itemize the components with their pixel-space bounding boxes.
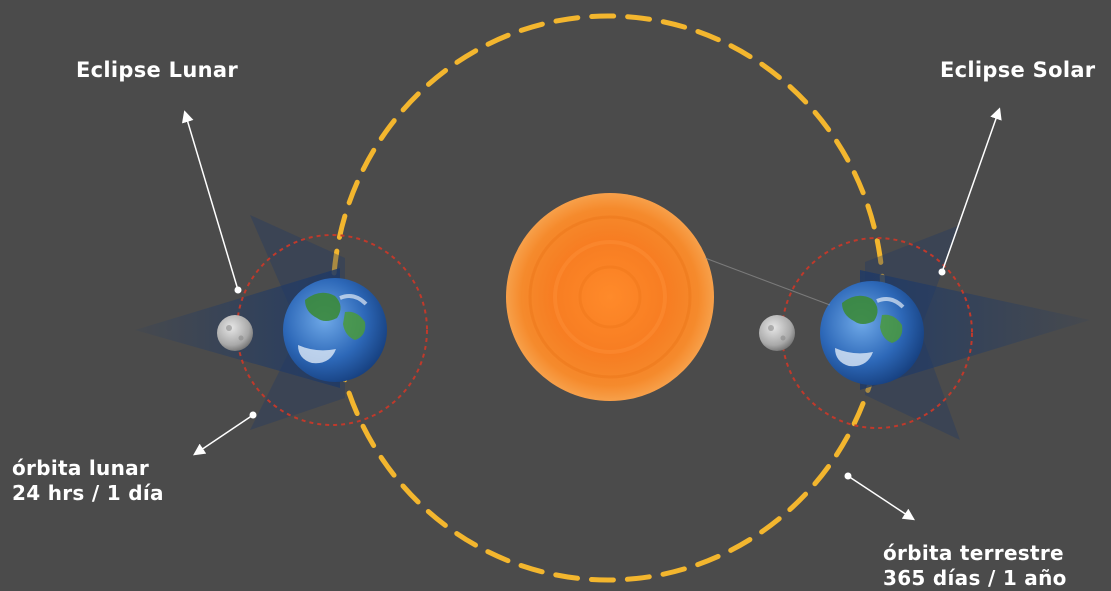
arrow-lunar-orbit (193, 411, 257, 456)
arrow-lunar-eclipse (181, 110, 242, 294)
earth-icon (820, 281, 924, 385)
arrow-earth-orbit (844, 472, 916, 521)
sun-ray-line (704, 257, 831, 306)
moon-icon (759, 315, 795, 351)
earth-icon (283, 278, 387, 382)
label-lunar-eclipse: Eclipse Lunar (76, 58, 238, 82)
arrow-solar-eclipse (938, 107, 1002, 276)
solar-eclipse-system (759, 225, 1090, 440)
lunar-orbit-title: órbita lunar (12, 456, 150, 480)
moon-icon (217, 315, 253, 351)
label-lunar-orbit: órbita lunar 24 hrs / 1 día (12, 456, 164, 506)
moon-shadow-cone-right (860, 270, 1090, 390)
sun-icon (506, 193, 714, 401)
lunar-eclipse-system (135, 215, 428, 430)
earth-orbit-title: órbita terrestre (883, 541, 1064, 565)
earth-orbit-period: 365 días / 1 año (883, 566, 1067, 590)
label-solar-eclipse: Eclipse Solar (940, 58, 1096, 82)
lunar-orbit-period: 24 hrs / 1 día (12, 481, 164, 505)
label-earth-orbit: órbita terrestre 365 días / 1 año (883, 541, 1067, 591)
